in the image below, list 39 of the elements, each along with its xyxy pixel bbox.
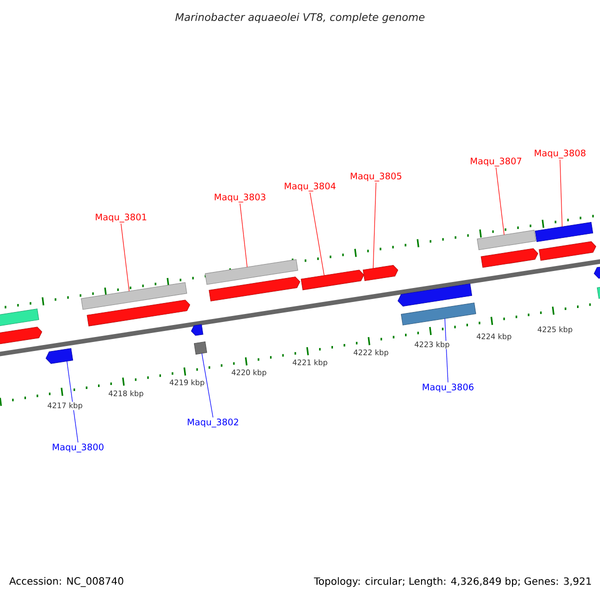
- gene-feature: [594, 265, 600, 279]
- gene-feature: [86, 300, 190, 326]
- gene-feature: [46, 348, 74, 364]
- leader-line: [240, 203, 248, 268]
- gene-label: Maqu_3804: [284, 182, 336, 192]
- gene-feature: [534, 222, 594, 242]
- gene-label: Maqu_3801: [96, 214, 146, 222]
- gene-label: Maqu_3807: [470, 158, 522, 166]
- gene-label: Maqu_3803: [214, 194, 266, 202]
- leader-line: [444, 318, 448, 383]
- gene-feature: [204, 259, 298, 285]
- leader-line: [120, 223, 130, 292]
- leader-line: [202, 353, 214, 418]
- gene-feature: [596, 285, 600, 299]
- footer-text: Accession: NC_008740: [9, 577, 124, 587]
- gene-feature: [398, 283, 472, 306]
- gene-feature: [194, 341, 208, 355]
- gene-feature: [362, 264, 398, 282]
- gene-feature: [400, 302, 476, 326]
- gene-feature: [538, 241, 596, 261]
- leader-line: [372, 182, 376, 269]
- gene-label: Maqu_3800: [52, 444, 104, 452]
- gene-feature: [480, 248, 538, 268]
- gene-feature: [208, 276, 300, 302]
- leader-line: [310, 192, 324, 276]
- gene-feature: [191, 324, 204, 336]
- gene-feature: [0, 308, 40, 328]
- leader-line: [496, 167, 504, 236]
- gene-label: Maqu_3806: [422, 384, 474, 392]
- leader-line: [66, 360, 78, 443]
- title: Marinobacter aquaeolei VT8, complete genome: [175, 12, 424, 24]
- gene-label: Maqu_3805: [350, 172, 402, 182]
- gene-feature: [80, 282, 188, 310]
- gene-feature: [476, 230, 536, 250]
- gene-label: Maqu_3808: [534, 150, 586, 158]
- gene-feature: [0, 326, 42, 346]
- leader-line: [560, 159, 562, 228]
- gene-label: Maqu_3802: [188, 418, 238, 428]
- footer-text: Topology: circular; Length: 4,326,849 bp; Genes: 3,921: [314, 577, 591, 587]
